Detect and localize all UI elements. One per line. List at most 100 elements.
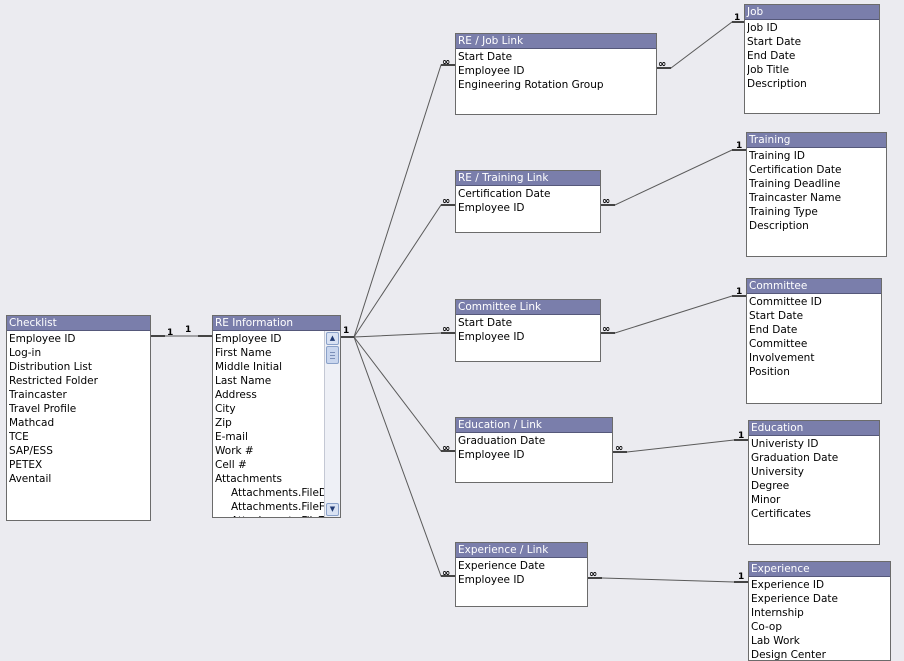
subfield-item[interactable]: Attachments.FileFla xyxy=(231,501,324,513)
field-item[interactable]: Last Name xyxy=(215,375,272,387)
table-title[interactable]: Committee Link xyxy=(456,300,600,315)
field-item[interactable]: Job ID xyxy=(747,22,778,34)
field-item[interactable]: Minor xyxy=(751,494,781,506)
cardinality-one: 1 xyxy=(185,325,192,335)
field-item[interactable]: Employee ID xyxy=(458,65,525,77)
field-item[interactable]: Employee ID xyxy=(458,202,525,214)
scroll-up-arrow-icon[interactable]: ▲ xyxy=(326,332,339,345)
vertical-scrollbar[interactable]: ▲ ▼ xyxy=(324,331,340,517)
field-item[interactable]: Experience Date xyxy=(458,560,545,572)
field-item[interactable]: E-mail xyxy=(215,431,248,443)
field-item[interactable]: Employee ID xyxy=(9,333,76,345)
field-item[interactable]: Attachments xyxy=(215,473,283,485)
field-item[interactable]: Certificates xyxy=(751,508,812,520)
field-item[interactable]: Employee ID xyxy=(215,333,282,345)
field-item[interactable]: PETEX xyxy=(9,459,43,471)
subfield-item[interactable]: Attachments.FileDa xyxy=(231,487,324,499)
field-item[interactable]: TCE xyxy=(9,431,29,443)
field-item[interactable]: End Date xyxy=(747,50,796,62)
field-item[interactable]: Zip xyxy=(215,417,232,429)
field-item[interactable]: Employee ID xyxy=(458,449,525,461)
field-item[interactable]: Job Title xyxy=(747,64,790,76)
field-item[interactable]: Involvement xyxy=(749,352,815,364)
field-item[interactable]: City xyxy=(215,403,236,415)
subfield-item[interactable]: Attachments.FileTy xyxy=(215,514,324,517)
field-item[interactable]: Address xyxy=(215,389,257,401)
field-item[interactable]: Training Deadline xyxy=(749,178,841,190)
field-item[interactable]: Co-op xyxy=(751,621,783,633)
field-item[interactable]: Log-in xyxy=(9,347,42,359)
table-title[interactable]: RE / Training Link xyxy=(456,171,600,186)
field-item[interactable]: Mathcad xyxy=(9,417,55,429)
table-title[interactable]: Education / Link xyxy=(456,418,612,433)
field-item[interactable]: Aventail xyxy=(9,473,52,485)
field-item[interactable]: Univeristy ID xyxy=(751,438,819,450)
field-item[interactable]: Experience Date xyxy=(751,593,838,605)
scroll-down-arrow-icon[interactable]: ▼ xyxy=(326,503,339,516)
field-item[interactable]: Employee ID xyxy=(458,574,525,586)
field-item[interactable]: Graduation Date xyxy=(458,435,546,447)
field-item[interactable]: Description xyxy=(747,78,807,90)
field-item[interactable]: End Date xyxy=(749,324,798,336)
table-title[interactable]: Training xyxy=(747,133,886,148)
field-item[interactable]: Travel Profile xyxy=(9,403,77,415)
field-item[interactable]: Restricted Folder xyxy=(9,375,98,387)
field-item[interactable]: Traincaster Name xyxy=(749,192,842,204)
field-item[interactable]: Work # xyxy=(215,445,254,457)
scroll-thumb[interactable] xyxy=(326,346,339,364)
field-item[interactable]: Certification Date xyxy=(458,188,551,200)
table-title[interactable]: RE Information xyxy=(213,316,340,331)
cardinality-many: ∞ xyxy=(602,324,610,335)
field-item[interactable]: Training Type xyxy=(749,206,818,218)
field-item[interactable]: Employee ID xyxy=(458,331,525,343)
field-item[interactable]: Committee ID xyxy=(749,296,822,308)
table-title[interactable]: Experience xyxy=(749,562,890,577)
field-item[interactable]: Committee xyxy=(749,338,808,350)
field-item[interactable]: Internship xyxy=(751,607,804,619)
field-item[interactable]: Start Date xyxy=(458,51,513,63)
field-item[interactable]: Lab Work xyxy=(751,635,800,647)
field-item[interactable]: Description xyxy=(749,220,809,232)
field-item[interactable]: Position xyxy=(749,366,790,378)
cardinality-many: ∞ xyxy=(442,196,450,207)
field-item[interactable]: Engineering Rotation Group xyxy=(458,79,604,91)
table-title[interactable]: Job xyxy=(745,5,879,20)
table-title[interactable]: Checklist xyxy=(7,316,150,331)
field-item[interactable]: University xyxy=(751,466,804,478)
field-item[interactable]: First Name xyxy=(215,347,272,359)
field-item[interactable]: Middle Initial xyxy=(215,361,283,373)
field-item[interactable]: Training ID xyxy=(749,150,805,162)
field-item[interactable]: Design Center xyxy=(751,649,826,661)
cardinality-one: 1 xyxy=(738,572,745,582)
field-item[interactable]: Start Date xyxy=(747,36,802,48)
field-item[interactable]: Start Date xyxy=(749,310,804,322)
field-item[interactable]: Experience ID xyxy=(751,579,825,591)
field-item[interactable]: Distribution List xyxy=(9,361,92,373)
table-title[interactable]: Experience / Link xyxy=(456,543,587,558)
field-item[interactable]: Certification Date xyxy=(749,164,842,176)
field-item[interactable]: SAP/ESS xyxy=(9,445,53,457)
table-title[interactable]: RE / Job Link xyxy=(456,34,656,49)
table-title[interactable]: Education xyxy=(749,421,879,436)
field-item[interactable]: Graduation Date xyxy=(751,452,839,464)
field-item[interactable]: Degree xyxy=(751,480,790,492)
field-item[interactable]: Cell # xyxy=(215,459,247,471)
field-item[interactable]: Traincaster xyxy=(9,389,67,401)
table-title[interactable]: Committee xyxy=(747,279,881,294)
field-item[interactable]: Start Date xyxy=(458,317,513,329)
